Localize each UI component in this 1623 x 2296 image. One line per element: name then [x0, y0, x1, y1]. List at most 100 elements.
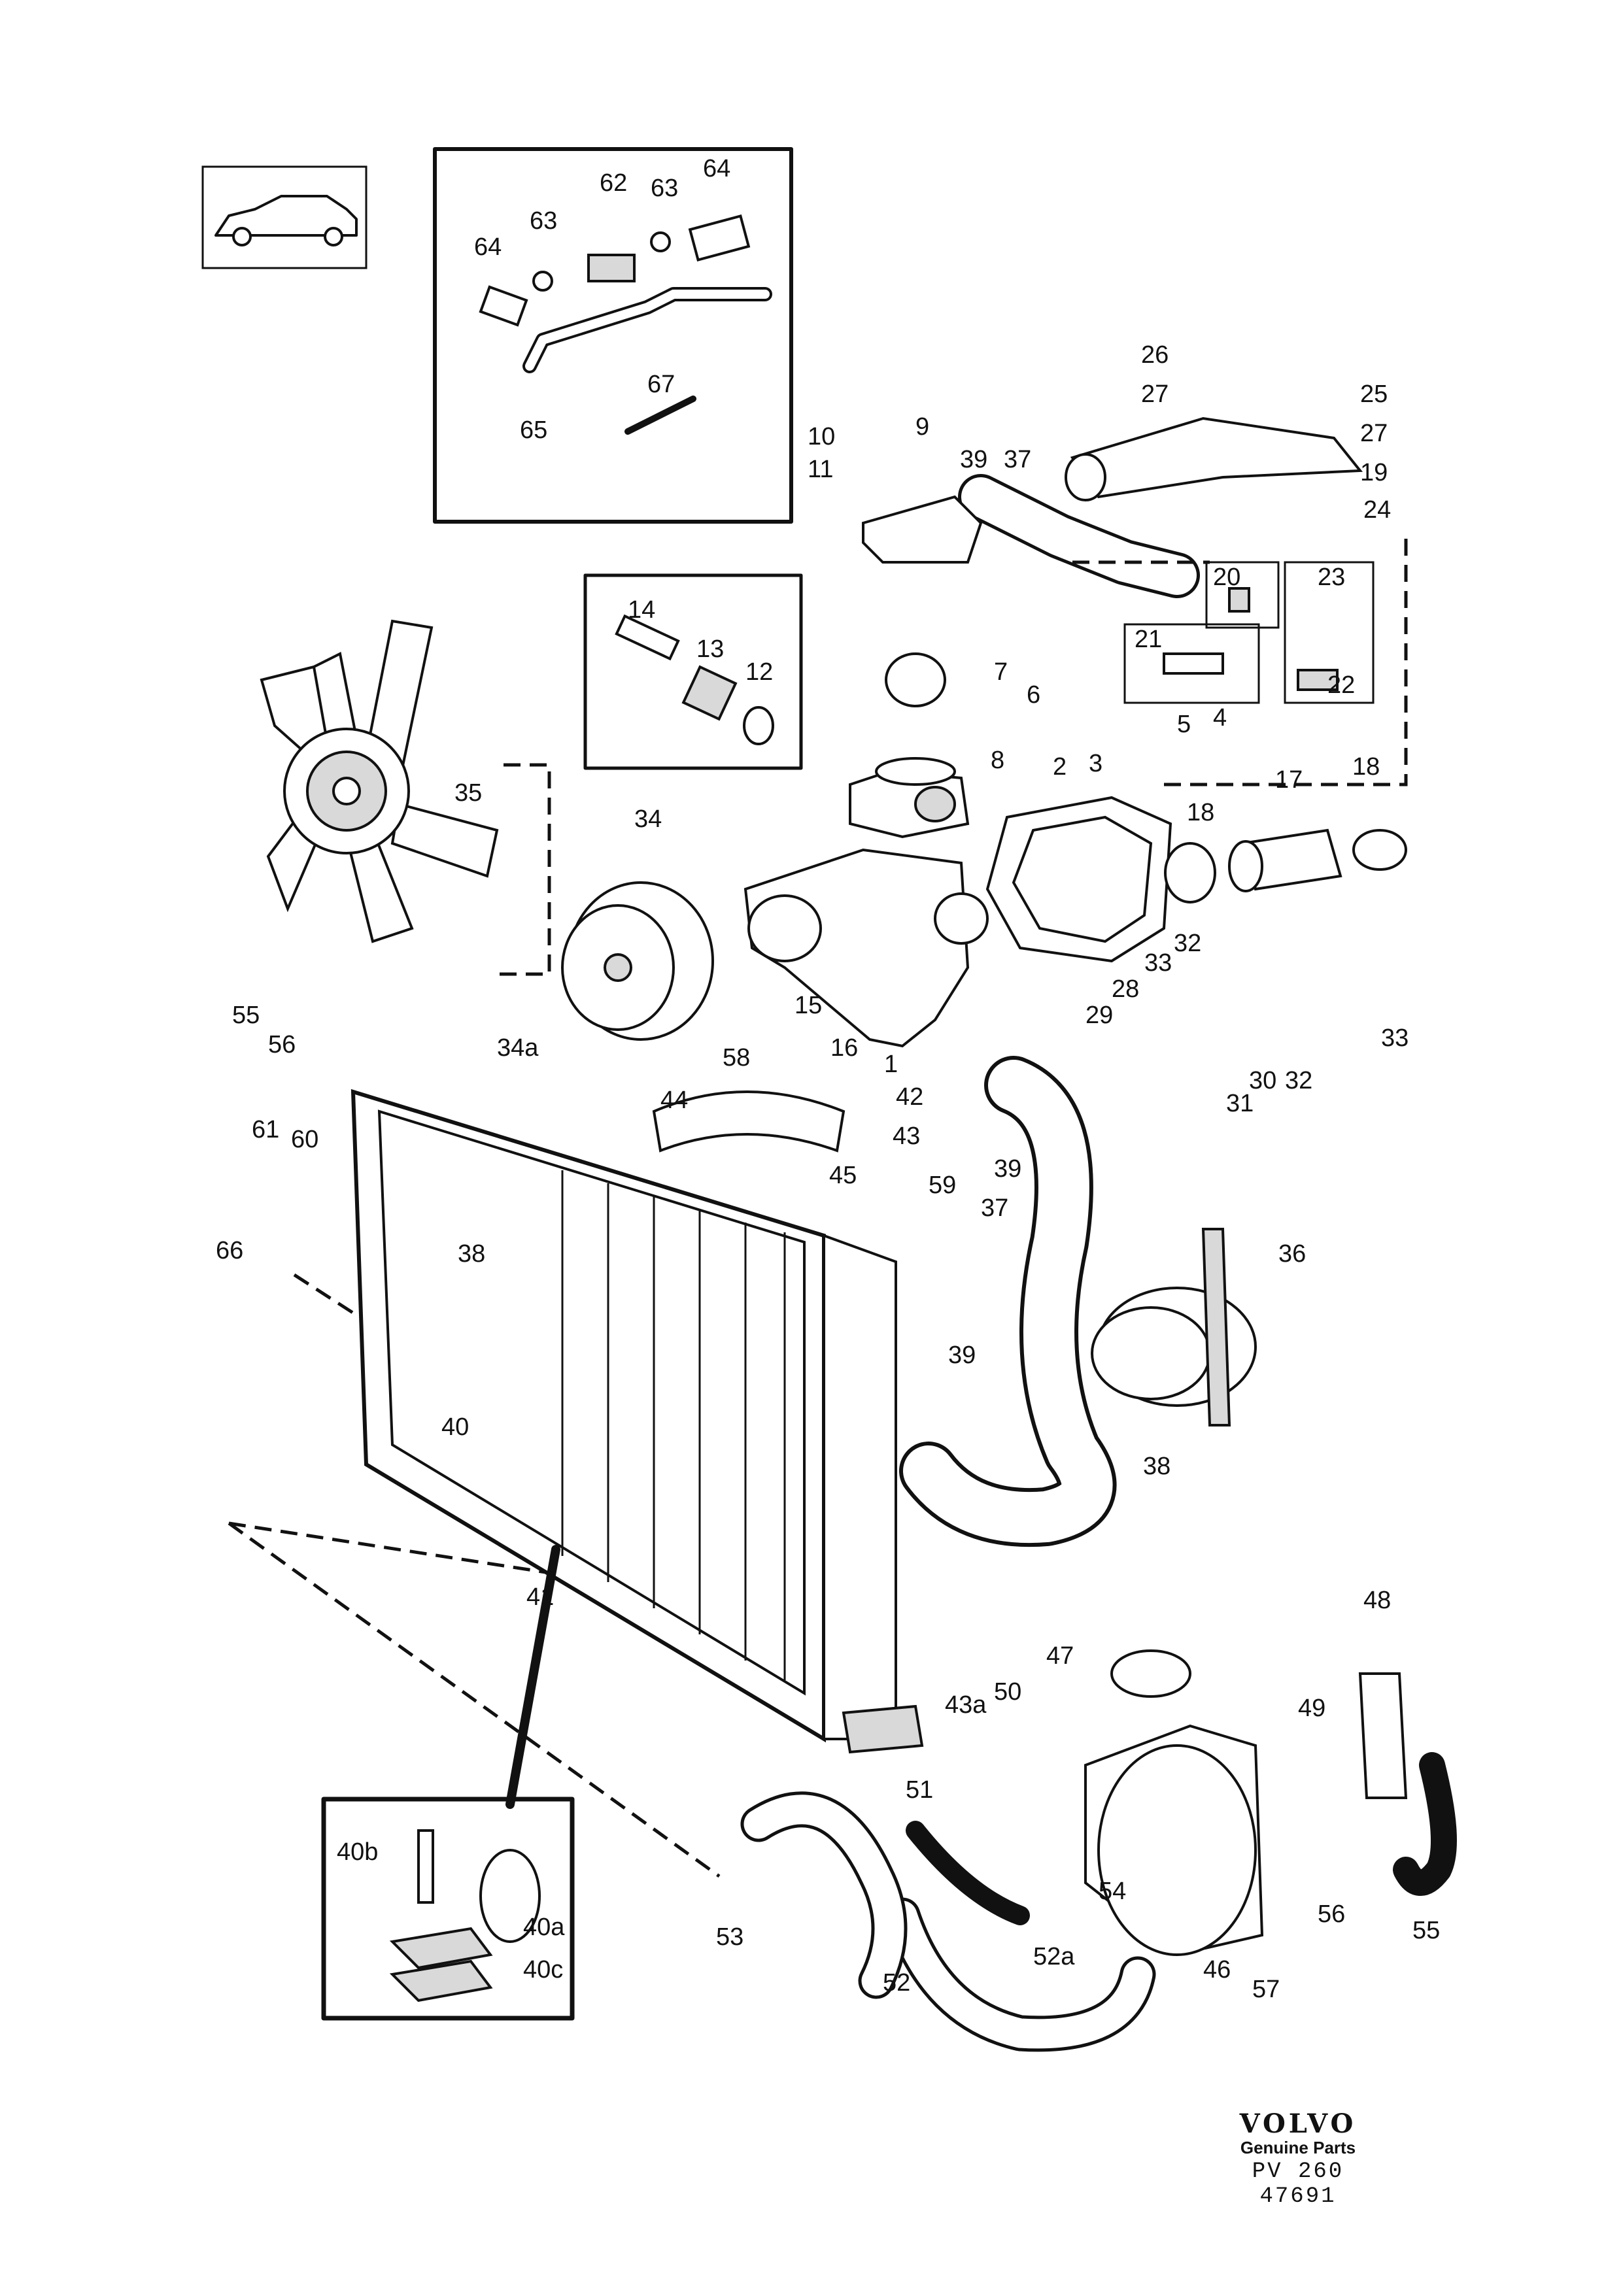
callout-35: 35 — [454, 779, 482, 807]
upper-hose — [958, 416, 1363, 598]
callout-47: 47 — [1046, 1642, 1074, 1670]
callout-40b: 40b — [337, 1838, 378, 1866]
callout-44: 44 — [660, 1087, 688, 1114]
callout-5: 5 — [1177, 711, 1191, 738]
callout-23: 23 — [1318, 564, 1345, 591]
callout-24: 24 — [1363, 496, 1391, 524]
callout-14: 14 — [628, 596, 655, 624]
callout-50: 50 — [994, 1678, 1021, 1706]
callout-32a: 32 — [1174, 930, 1201, 957]
lower-hose — [899, 1056, 1117, 1547]
callout-66: 66 — [216, 1237, 243, 1264]
callout-57: 57 — [1252, 1976, 1280, 2003]
callout-62: 62 — [600, 169, 627, 197]
crank-pulley — [1091, 1228, 1257, 1427]
callout-65: 65 — [520, 416, 547, 444]
part-code: PV 260 47691 — [1252, 2159, 1344, 2209]
callout-40a: 40a — [523, 1914, 565, 1941]
callout-51: 51 — [906, 1776, 933, 1804]
callout-58: 58 — [723, 1044, 750, 1072]
callout-16: 16 — [830, 1034, 858, 1062]
hose-17 — [1164, 828, 1407, 903]
callout-34a: 34a — [497, 1034, 539, 1062]
inset-radiator-mount — [321, 1545, 575, 2021]
callout-63a: 63 — [530, 207, 557, 235]
callout-27b: 27 — [1360, 420, 1388, 447]
callout-7: 7 — [994, 658, 1008, 686]
callout-18a: 18 — [1187, 799, 1214, 826]
callout-60: 60 — [291, 1126, 318, 1153]
callout-25: 25 — [1360, 380, 1388, 408]
inset-temp-sender — [583, 573, 803, 770]
callout-6: 6 — [1027, 681, 1040, 709]
radiator-core-lines — [561, 1170, 786, 1680]
callout-1: 1 — [884, 1051, 898, 1078]
brand-subtitle: Genuine Parts — [1240, 2138, 1356, 2157]
radiator — [350, 1089, 924, 1754]
callout-36: 36 — [1278, 1240, 1306, 1268]
callout-53: 53 — [716, 1923, 743, 1951]
callout-13: 13 — [696, 635, 724, 663]
callout-19: 19 — [1360, 459, 1388, 486]
callout-39a: 39 — [960, 446, 987, 473]
callout-15: 15 — [794, 992, 822, 1019]
cooling-fan — [260, 619, 499, 943]
callout-33b: 33 — [1381, 1024, 1409, 1052]
callout-11: 11 — [808, 456, 833, 483]
callout-20: 20 — [1213, 564, 1240, 591]
callout-38a: 38 — [458, 1240, 485, 1268]
callout-41: 41 — [526, 1583, 554, 1611]
callout-28: 28 — [1112, 975, 1139, 1003]
callout-labels: 1 2 3 4 5 6 7 8 9 10 11 12 13 14 15 16 1… — [216, 155, 1440, 2003]
inset-heater-valve — [433, 147, 793, 524]
callout-52: 52 — [883, 1969, 910, 1997]
callout-31: 31 — [1226, 1090, 1254, 1117]
callout-56b: 56 — [1318, 1900, 1345, 1928]
callout-26: 26 — [1141, 341, 1169, 369]
callout-3: 3 — [1089, 750, 1102, 777]
callout-43a: 43a — [945, 1691, 987, 1719]
callout-39b: 39 — [994, 1155, 1021, 1183]
expansion-tank — [740, 1649, 1457, 2052]
callout-56a: 56 — [268, 1031, 296, 1058]
pulley — [561, 881, 714, 1041]
inset-sensors — [1123, 561, 1375, 704]
callout-34: 34 — [634, 805, 662, 833]
volvo-brand-block: VOLVO Genuine Parts PV 260 47691 — [1213, 2108, 1383, 2209]
water-pump — [743, 769, 989, 1048]
callout-29: 29 — [1085, 1002, 1113, 1029]
callout-32b: 32 — [1285, 1067, 1312, 1094]
callout-59: 59 — [929, 1172, 956, 1199]
callout-17: 17 — [1275, 766, 1303, 794]
callout-52a: 52a — [1033, 1943, 1075, 1970]
callout-63b: 63 — [651, 175, 678, 202]
callout-42: 42 — [896, 1083, 923, 1111]
callout-22: 22 — [1327, 671, 1355, 699]
callout-55b: 55 — [1412, 1917, 1440, 1944]
callout-54: 54 — [1099, 1878, 1126, 1905]
callout-2: 2 — [1053, 753, 1067, 781]
callout-8: 8 — [991, 747, 1004, 774]
callout-39c: 39 — [948, 1342, 976, 1369]
callout-27a: 27 — [1141, 380, 1169, 408]
callout-40: 40 — [441, 1413, 469, 1441]
callout-10: 10 — [808, 423, 835, 450]
callout-45: 45 — [829, 1162, 857, 1189]
callout-21: 21 — [1135, 626, 1162, 653]
callout-64b: 64 — [703, 155, 730, 182]
car-icon — [201, 165, 367, 269]
callout-55a: 55 — [232, 1002, 260, 1029]
callout-9: 9 — [915, 413, 929, 441]
callout-64a: 64 — [474, 233, 502, 261]
callout-61: 61 — [252, 1116, 279, 1143]
callout-67: 67 — [647, 371, 675, 398]
callout-40c: 40c — [523, 1956, 563, 1984]
callout-33a: 33 — [1144, 949, 1172, 977]
callout-12: 12 — [745, 658, 773, 686]
callout-37b: 37 — [981, 1194, 1008, 1222]
thermostat-housing — [862, 495, 983, 786]
callout-48: 48 — [1363, 1587, 1391, 1614]
callout-30: 30 — [1249, 1067, 1276, 1094]
pump-cover — [985, 796, 1172, 963]
